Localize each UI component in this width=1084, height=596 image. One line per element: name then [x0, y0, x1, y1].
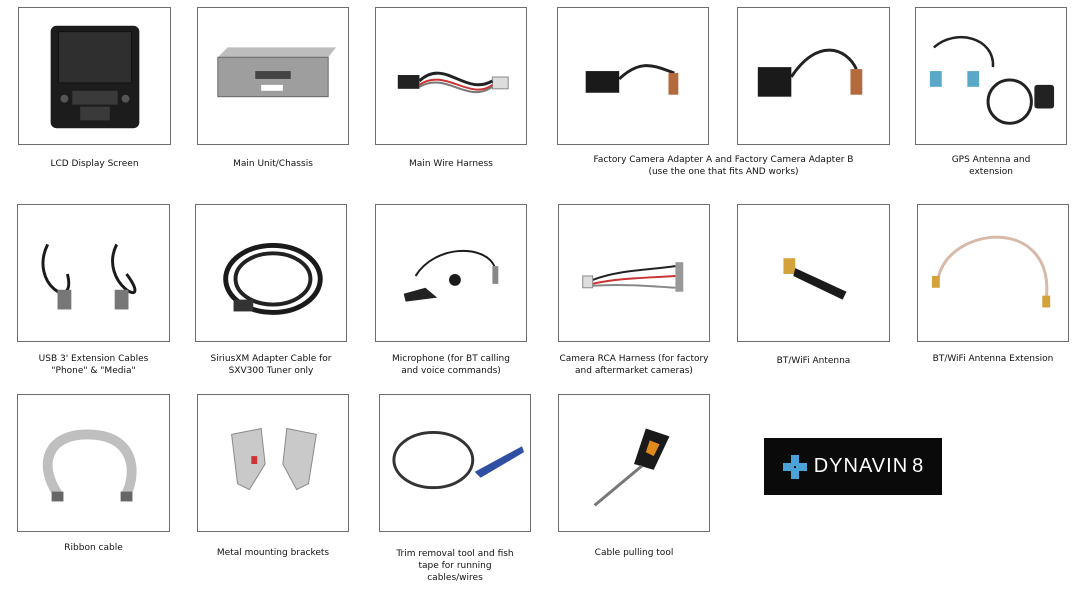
gps-antenna-image — [915, 7, 1067, 145]
bt-wifi-antenna-icon — [783, 258, 847, 300]
chassis-icon — [217, 47, 337, 98]
caption-factory-camera-adapters: Factory Camera Adapter A and Factory Cam… — [593, 155, 854, 177]
screwdriver-icon — [593, 428, 670, 507]
rca-harness-icon — [582, 262, 684, 292]
caption-usb-extension-cables: USB 3' Extension Cables "Phone" & "Media… — [38, 354, 149, 376]
main-unit-chassis-image — [197, 7, 349, 145]
caption-cable-pulling-tool: Cable pulling tool — [594, 548, 674, 558]
siriusxm-cable-icon — [223, 242, 323, 315]
ribbon-cable-image — [17, 394, 170, 532]
main-wire-harness-image — [375, 7, 527, 145]
camera-rca-harness-image — [558, 204, 710, 342]
microphone-image — [375, 204, 527, 342]
camera-adapter-b-icon — [757, 48, 863, 97]
gps-antenna-icon — [929, 36, 1055, 125]
bt-wifi-antenna-extension-image — [917, 204, 1069, 342]
caption-metal-brackets: Metal mounting brackets — [216, 548, 330, 558]
wire-harness-icon — [397, 71, 509, 94]
trim-removal-tool-image — [379, 394, 531, 532]
lcd-display-screen-image — [18, 7, 171, 145]
lcd-display-icon — [50, 25, 140, 129]
usb-extension-cables-image — [17, 204, 170, 342]
metal-mounting-brackets-image — [197, 394, 349, 532]
caption-bt-wifi-antenna-extension: BT/WiFi Antenna Extension — [932, 354, 1054, 364]
antenna-extension-icon — [931, 235, 1051, 308]
camera-adapter-a-icon — [585, 64, 679, 95]
ribbon-cable-icon — [42, 429, 137, 502]
factory-camera-adapter-b-image — [737, 7, 890, 145]
mounting-bracket-icon — [231, 427, 317, 491]
caption-main-unit: Main Unit/Chassis — [233, 159, 313, 169]
caption-gps-antenna: GPS Antenna and extension — [951, 155, 1031, 177]
caption-trim-removal-tool: Trim removal tool and fish tape for runn… — [396, 549, 514, 583]
cable-pulling-tool-image — [558, 394, 710, 532]
trim-tool-icon — [392, 430, 524, 490]
factory-camera-adapter-a-image — [557, 7, 709, 145]
caption-siriusxm-cable: SiriusXM Adapter Cable for SXV300 Tuner … — [210, 354, 332, 376]
bt-wifi-antenna-image — [737, 204, 890, 342]
caption-bt-wifi-antenna: BT/WiFi Antenna — [776, 356, 851, 366]
usb-cable-icon — [41, 243, 137, 310]
siriusxm-adapter-cable-image — [195, 204, 347, 342]
caption-microphone: Microphone (for BT calling and voice com… — [392, 354, 510, 376]
caption-lcd-display: LCD Display Screen — [50, 159, 139, 169]
caption-main-wire-harness: Main Wire Harness — [409, 159, 493, 169]
dynavin-logo-suffix: 8 — [912, 455, 925, 477]
caption-ribbon-cable: Ribbon cable — [64, 543, 123, 553]
microphone-icon — [403, 249, 499, 302]
caption-camera-rca-harness: Camera RCA Harness (for factory and afte… — [559, 354, 709, 376]
dynavin-cross-logo-icon — [782, 454, 807, 479]
